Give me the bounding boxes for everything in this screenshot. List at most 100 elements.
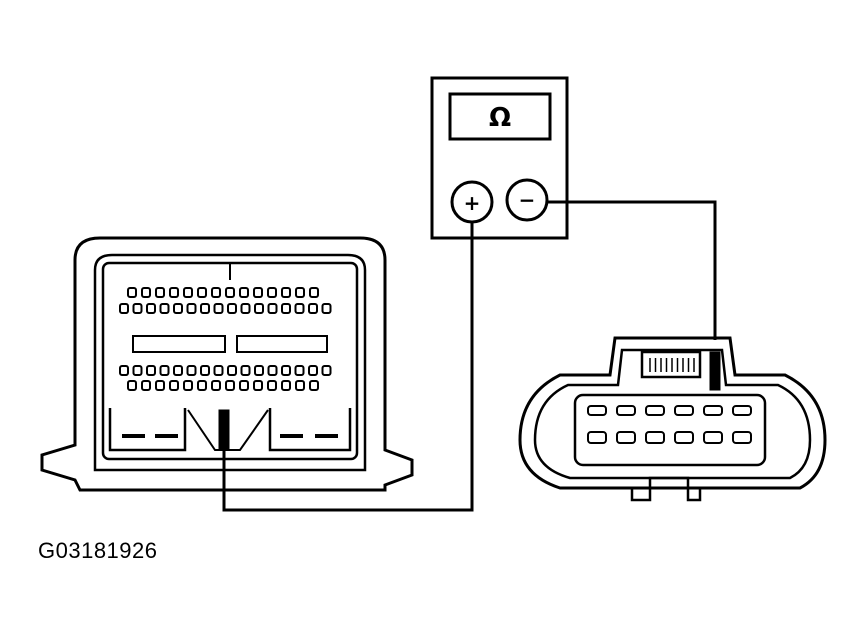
figure-reference-code: G03181926 (38, 538, 158, 563)
pin-cavity (281, 303, 291, 314)
pin-cavity (127, 287, 137, 298)
pin-cavity (281, 287, 291, 298)
ohmmeter: Ω + − (430, 76, 569, 240)
negative-probe-tip (709, 351, 721, 391)
pin-cavity (645, 405, 665, 416)
pin-cavity (295, 380, 305, 391)
pin-cavity (227, 365, 237, 376)
pin-cavity (732, 405, 752, 416)
pin-cavity (587, 405, 607, 416)
pin-cavity (674, 405, 694, 416)
harness-connector (518, 336, 827, 502)
pin-cavity (295, 287, 305, 298)
positive-jack (450, 180, 494, 224)
meter-display (448, 92, 552, 141)
pin-cavity (281, 365, 291, 376)
pin-cavity (159, 303, 170, 314)
pin-cavity (240, 303, 251, 314)
pin-cavity (200, 365, 210, 376)
negative-jack (505, 178, 549, 222)
pin-cavity (211, 380, 221, 391)
lower-pin-row-1 (119, 365, 332, 376)
pin-cavity (254, 303, 264, 314)
ecu-inner-rim (93, 253, 367, 472)
pin-cavity (674, 431, 694, 444)
connector-pin-row-2 (587, 431, 752, 444)
pin-cavity (183, 287, 193, 298)
pin-cavity (616, 431, 636, 444)
pin-cavity (132, 303, 143, 314)
pin-cavity (119, 365, 129, 376)
pin-cavity (253, 287, 263, 298)
pin-cavity (616, 405, 636, 416)
connector-housing (518, 336, 827, 490)
wiring (222, 200, 717, 512)
pin-cavity (239, 380, 249, 391)
pin-cavity (294, 303, 305, 314)
pin-cavity (186, 365, 197, 376)
pin-cavity (132, 365, 143, 376)
pin-cavity (308, 365, 318, 376)
negative-lead-wire (547, 200, 717, 340)
pin-cavity (587, 431, 607, 444)
pin-cavity (169, 380, 179, 391)
pin-cavity (213, 365, 224, 376)
pin-cavity (321, 365, 332, 376)
pin-cavity (211, 287, 221, 298)
pin-cavity (200, 303, 210, 314)
pin-cavity (169, 287, 179, 298)
pin-cavity (197, 287, 207, 298)
pin-cavity (308, 303, 318, 314)
pin-cavity (146, 303, 156, 314)
pin-cavity (155, 380, 165, 391)
pin-cavity (294, 365, 305, 376)
upper-latch-right (236, 335, 328, 353)
pin-cavity (267, 380, 277, 391)
connector-inner-rim (533, 348, 812, 480)
pin-cavity (239, 287, 249, 298)
pin-cavity (225, 380, 235, 391)
connector-key-tab (630, 476, 702, 502)
pin-cavity (173, 365, 183, 376)
pin-cavity (141, 380, 151, 391)
pin-cavity (127, 380, 137, 391)
pin-cavity (155, 287, 165, 298)
upper-pin-row-1 (127, 287, 319, 298)
pin-cavity (225, 287, 235, 298)
negative-jack-label: − (519, 188, 536, 212)
ohm-symbol: Ω (489, 103, 511, 133)
pin-cavity (253, 380, 263, 391)
pin-cavity (159, 365, 170, 376)
pin-cavity (240, 365, 251, 376)
connector-latch (640, 350, 702, 379)
pin-cavity (321, 303, 332, 314)
pin-cavity (213, 303, 224, 314)
meter-body (430, 76, 569, 240)
pin-cavity (227, 303, 237, 314)
lower-terminal-left (108, 408, 187, 452)
pin-cavity (267, 303, 278, 314)
pin-cavity (146, 365, 156, 376)
pin-cavity (173, 303, 183, 314)
pin-cavity (186, 303, 197, 314)
upper-pin-row-2 (119, 303, 332, 314)
pin-cavity (267, 365, 278, 376)
ecu-housing (40, 236, 414, 492)
pin-cavity (309, 287, 319, 298)
pin-cavity (141, 287, 151, 298)
pin-cavity (281, 380, 291, 391)
pin-cavity (703, 431, 723, 444)
pin-cavity (309, 380, 319, 391)
upper-latch-left (132, 335, 226, 353)
pin-cavity (183, 380, 193, 391)
pin-cavity (732, 431, 752, 444)
latch-ribs (649, 358, 695, 372)
positive-lead-wire (222, 222, 474, 512)
pin-cavity (703, 405, 723, 416)
lower-pin-row-2 (127, 380, 319, 391)
lower-terminal-right (268, 408, 352, 452)
pin-cavity (119, 303, 129, 314)
positive-probe-tip (218, 409, 230, 451)
pin-cavity (254, 365, 264, 376)
